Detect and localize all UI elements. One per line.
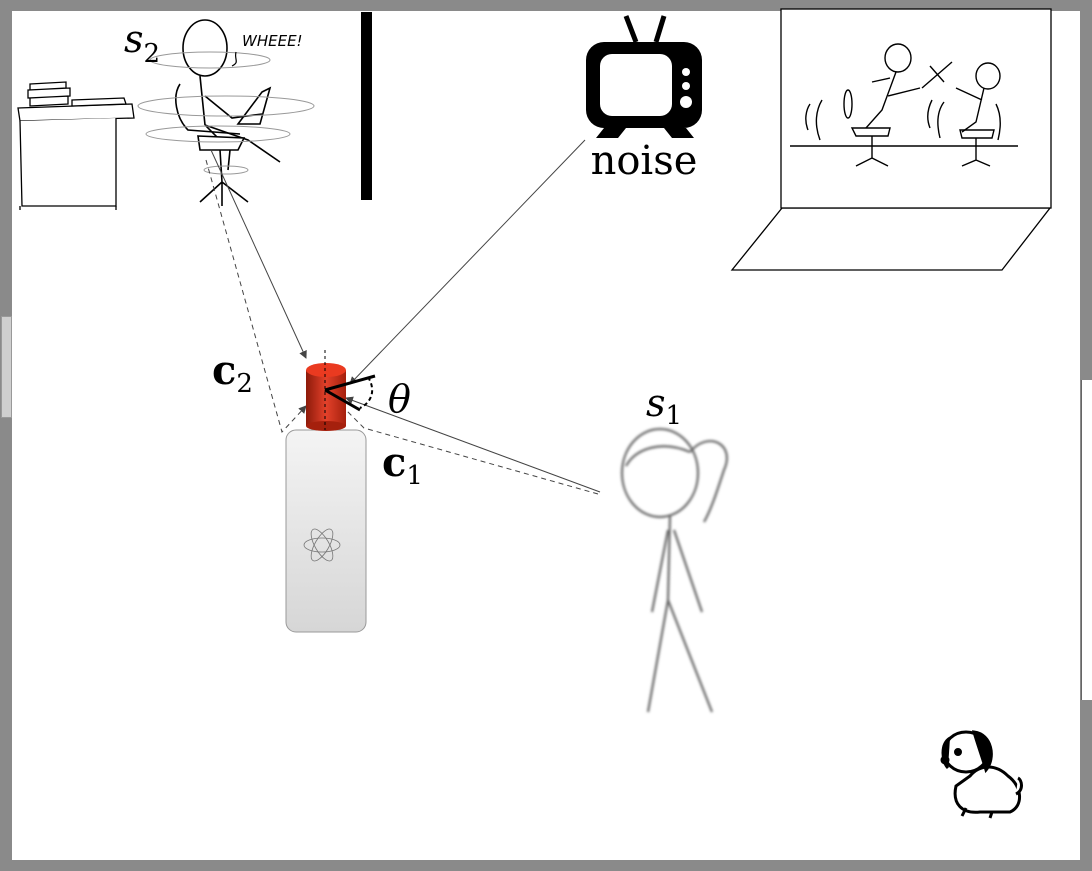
path-noise <box>349 139 586 385</box>
label-s1: s1 <box>646 381 682 431</box>
speech-tail <box>231 51 237 67</box>
noise-label: noise <box>591 138 698 184</box>
tv-icon <box>586 15 702 138</box>
label-theta: θ <box>388 377 411 421</box>
label-c2: c2 <box>212 347 253 399</box>
left-edge-handle[interactable] <box>1 316 12 418</box>
dog-icon <box>940 730 1023 819</box>
path-s2-reflected <box>205 159 307 433</box>
signal-paths <box>205 139 601 495</box>
angle-theta <box>324 374 376 412</box>
path-s1-reflected <box>345 409 599 495</box>
laptop-icon <box>730 8 1052 271</box>
person-s2 <box>137 19 315 206</box>
right-edge-panel <box>1081 380 1092 700</box>
atom-icon <box>303 528 341 562</box>
label-s2: s2 <box>124 17 160 69</box>
path-s2-direct <box>210 149 307 359</box>
path-s1-direct <box>345 396 601 493</box>
speech-text: WHEEE! <box>242 32 303 50</box>
person-s1 <box>620 427 728 713</box>
desk <box>17 81 135 210</box>
wall-divider <box>361 12 372 200</box>
label-c1: c1 <box>382 439 423 491</box>
smart-speaker-device <box>285 429 367 633</box>
